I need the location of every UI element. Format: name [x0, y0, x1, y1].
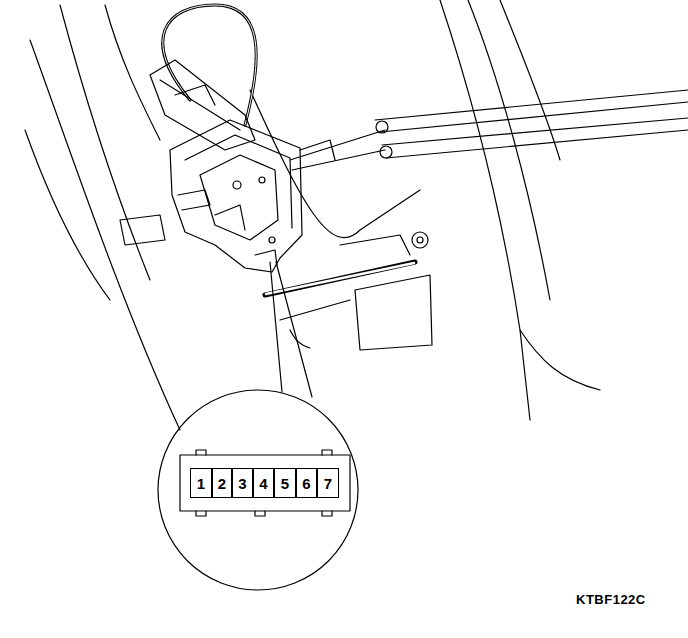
pin-number: 4	[259, 475, 267, 492]
connector-pin: 1	[190, 468, 212, 498]
pin-number: 6	[302, 475, 310, 492]
connector-pin: 5	[274, 468, 296, 498]
pin-number: 7	[324, 475, 332, 492]
connector-pin: 7	[317, 468, 339, 498]
pin-number: 3	[238, 475, 246, 492]
pin-number: 5	[281, 475, 289, 492]
connector-pin: 4	[253, 468, 274, 498]
figure-code: KTBF122C	[576, 592, 646, 607]
pin-number: 2	[218, 475, 226, 492]
pin-number: 1	[197, 475, 205, 492]
connector-pin: 6	[296, 468, 317, 498]
connector-pin: 2	[212, 468, 232, 498]
connector-pin: 3	[232, 468, 253, 498]
